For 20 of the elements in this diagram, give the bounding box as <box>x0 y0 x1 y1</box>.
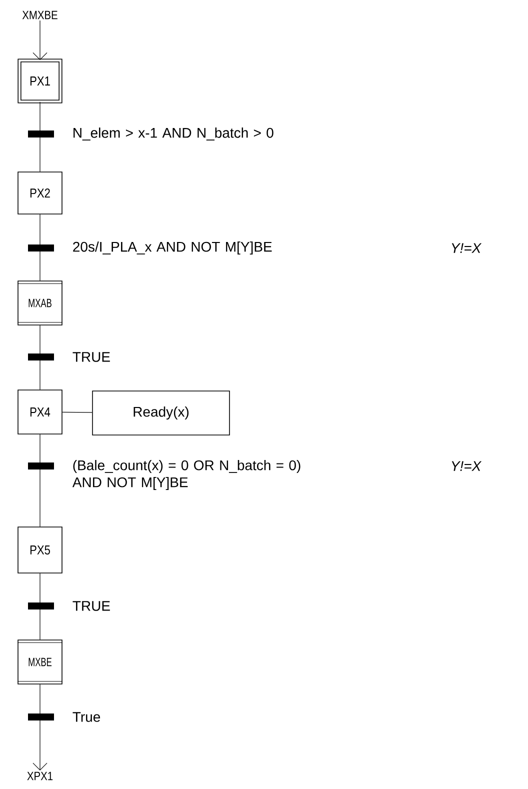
transition-condition: 20s/I_PLA_x AND NOT M[Y]BE <box>73 241 272 255</box>
connector-line <box>32 20 48 60</box>
initial-step-box: PX1 <box>18 58 62 104</box>
connector-line <box>32 684 48 770</box>
transition-condition: True <box>72 712 100 722</box>
step-box: PX2 <box>18 172 62 214</box>
action-box: Ready(x) <box>92 390 230 436</box>
transition-condition: TRUE <box>72 601 110 611</box>
transition-condition: TRUE <box>72 352 110 362</box>
step-label: XPX1 <box>27 772 53 780</box>
step-box: PX5 <box>18 526 62 574</box>
transition-condition: N_elem > x-1 AND N_batch > 0 <box>74 128 274 140</box>
condition-note: Y!=X <box>452 243 482 253</box>
step-label: XMXBE <box>22 10 58 20</box>
macro-step-box: MXBE <box>17 640 63 684</box>
transition-condition: (Bale_count(x) = 0 OR N_batch = 0) AND NOT M[Y]BE <box>72 460 300 490</box>
step-box: PX4 <box>18 390 62 434</box>
condition-note: Y!=X <box>452 461 482 471</box>
macro-step-box: MXAB <box>17 280 63 326</box>
connector-line <box>62 412 92 413</box>
